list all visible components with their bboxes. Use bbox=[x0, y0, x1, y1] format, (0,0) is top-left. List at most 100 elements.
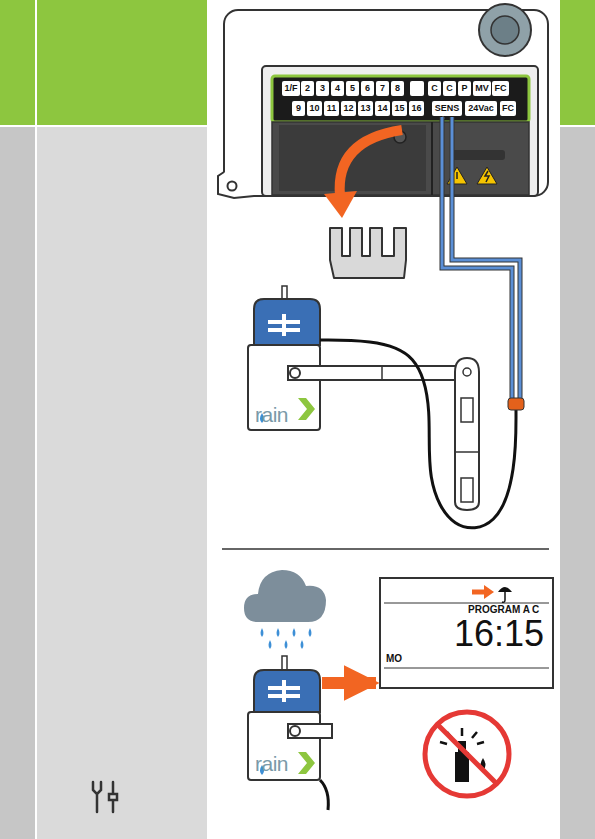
controller-display bbox=[380, 578, 553, 688]
page-bands-part bbox=[0, 0, 35, 125]
terminal-label: 13 bbox=[358, 101, 373, 116]
controller-display-part bbox=[484, 585, 494, 599]
terminal-name: MV bbox=[475, 84, 489, 93]
terminal-name: FC bbox=[495, 84, 507, 93]
page-bands-part bbox=[0, 127, 35, 839]
mounting-arm-part bbox=[381, 366, 383, 380]
terminal-strip-part bbox=[272, 76, 529, 122]
rain-cloud-part-part bbox=[277, 628, 280, 637]
rain-sensor-wet-part bbox=[320, 780, 328, 810]
controller-display-part bbox=[502, 592, 505, 602]
rain-sensor-wet-part bbox=[290, 726, 300, 736]
rain-cloud-part bbox=[261, 628, 312, 649]
rain-sensor-part bbox=[268, 314, 300, 336]
mounting-arm-part bbox=[290, 368, 300, 378]
lcd-display: PROGRAM AC16:15MO bbox=[380, 578, 553, 688]
controller-housing-part bbox=[479, 4, 531, 56]
rain-sensor-wet bbox=[248, 656, 332, 810]
page-bands-part bbox=[37, 0, 207, 125]
controller-housing bbox=[218, 4, 548, 198]
terminal-label: 4 bbox=[331, 81, 344, 96]
terminal-name: 10 bbox=[309, 104, 319, 113]
rain-sensor-part bbox=[254, 299, 320, 345]
wire-splice bbox=[508, 398, 524, 410]
rain-sensor-part bbox=[282, 286, 287, 300]
rain-sensor bbox=[248, 286, 320, 430]
terminal-label: 3 bbox=[316, 81, 329, 96]
rain-sensor-wet-part bbox=[288, 724, 332, 738]
rain-cloud bbox=[244, 570, 326, 649]
terminal-name: 16 bbox=[411, 104, 421, 113]
terminal-label: 5 bbox=[346, 81, 359, 96]
rain-sensor-part bbox=[298, 398, 315, 420]
rain-sensor-wet-part bbox=[282, 656, 287, 670]
terminal-name: 15 bbox=[394, 104, 404, 113]
terminal-label: FC bbox=[500, 101, 516, 116]
display-text: MO bbox=[386, 654, 402, 664]
no-irrigation-icon-part bbox=[425, 712, 509, 796]
rain-sensor-body: rain bbox=[248, 286, 320, 430]
terminal-label: 10 bbox=[307, 101, 322, 116]
removal-arrow bbox=[324, 130, 402, 218]
terminal-name: 14 bbox=[377, 104, 387, 113]
section-divider bbox=[222, 549, 549, 550]
terminal-strip-part bbox=[410, 81, 424, 96]
terminal-label: 6 bbox=[361, 81, 374, 96]
terminal-label: 1/F bbox=[282, 81, 300, 96]
rain-cloud-part-part bbox=[301, 640, 304, 649]
terminal-label: 2 bbox=[301, 81, 314, 96]
rain-cloud-part-part bbox=[269, 640, 272, 649]
terminal-name: FC bbox=[502, 104, 514, 113]
terminal-label: 24Vac bbox=[465, 101, 497, 116]
controller-housing-part bbox=[218, 172, 254, 198]
terminal-label: 12 bbox=[341, 101, 356, 116]
controller-housing-part bbox=[228, 182, 237, 191]
terminal-name: 12 bbox=[343, 104, 353, 113]
terminal-label: 7 bbox=[376, 81, 389, 96]
terminal-name: 3 bbox=[320, 84, 325, 93]
terminal-name: 4 bbox=[335, 84, 340, 93]
terminal-name: SENS bbox=[435, 104, 460, 113]
terminal-label: 9 bbox=[292, 101, 305, 116]
terminal-name: P bbox=[461, 84, 467, 93]
controller-housing-part bbox=[224, 10, 548, 196]
brand-logo: rain bbox=[255, 753, 288, 774]
rain-sensor-wet-part bbox=[254, 670, 320, 712]
rain-cloud-part-part bbox=[293, 628, 296, 637]
terminal-name: 11 bbox=[327, 104, 337, 113]
no-irrigation-icon-part bbox=[437, 724, 497, 784]
terminal-name: 7 bbox=[380, 84, 385, 93]
rain-sensor-wet-part bbox=[268, 680, 300, 702]
rain-sensor-part bbox=[248, 345, 320, 430]
rain-cloud-part bbox=[244, 570, 326, 622]
terminal-label: P bbox=[458, 81, 471, 96]
terminal-name: 24Vac bbox=[468, 104, 494, 113]
jumper-clip-part bbox=[330, 228, 406, 278]
sensor-cable bbox=[320, 117, 524, 528]
terminal-name: 8 bbox=[395, 84, 400, 93]
display-text: PROGRAM A bbox=[468, 605, 530, 615]
rain-sensor-wet-part bbox=[298, 752, 315, 774]
display-text: C bbox=[532, 605, 539, 615]
terminal-name: 13 bbox=[360, 104, 370, 113]
transformer-compartment bbox=[272, 122, 529, 195]
transformer-compartment-part bbox=[431, 122, 433, 195]
blue-wire bbox=[452, 117, 520, 402]
black-cable bbox=[320, 340, 516, 528]
terminal-label: 15 bbox=[392, 101, 407, 116]
mounting-arm-part bbox=[455, 358, 479, 510]
terminal-label: 8 bbox=[391, 81, 404, 96]
page-bands-part bbox=[37, 127, 207, 839]
mounting-arm-part bbox=[461, 398, 473, 422]
tool-icon bbox=[93, 782, 117, 812]
terminal-name: 5 bbox=[350, 84, 355, 93]
terminal-label: MV bbox=[473, 81, 491, 96]
terminal-name: 2 bbox=[305, 84, 310, 93]
wire-outline bbox=[452, 117, 520, 402]
terminal-label: 14 bbox=[375, 101, 390, 116]
terminal-name: 1/F bbox=[284, 84, 297, 93]
mounting-arm-part bbox=[461, 478, 473, 502]
removal-arrow-part bbox=[340, 130, 402, 196]
